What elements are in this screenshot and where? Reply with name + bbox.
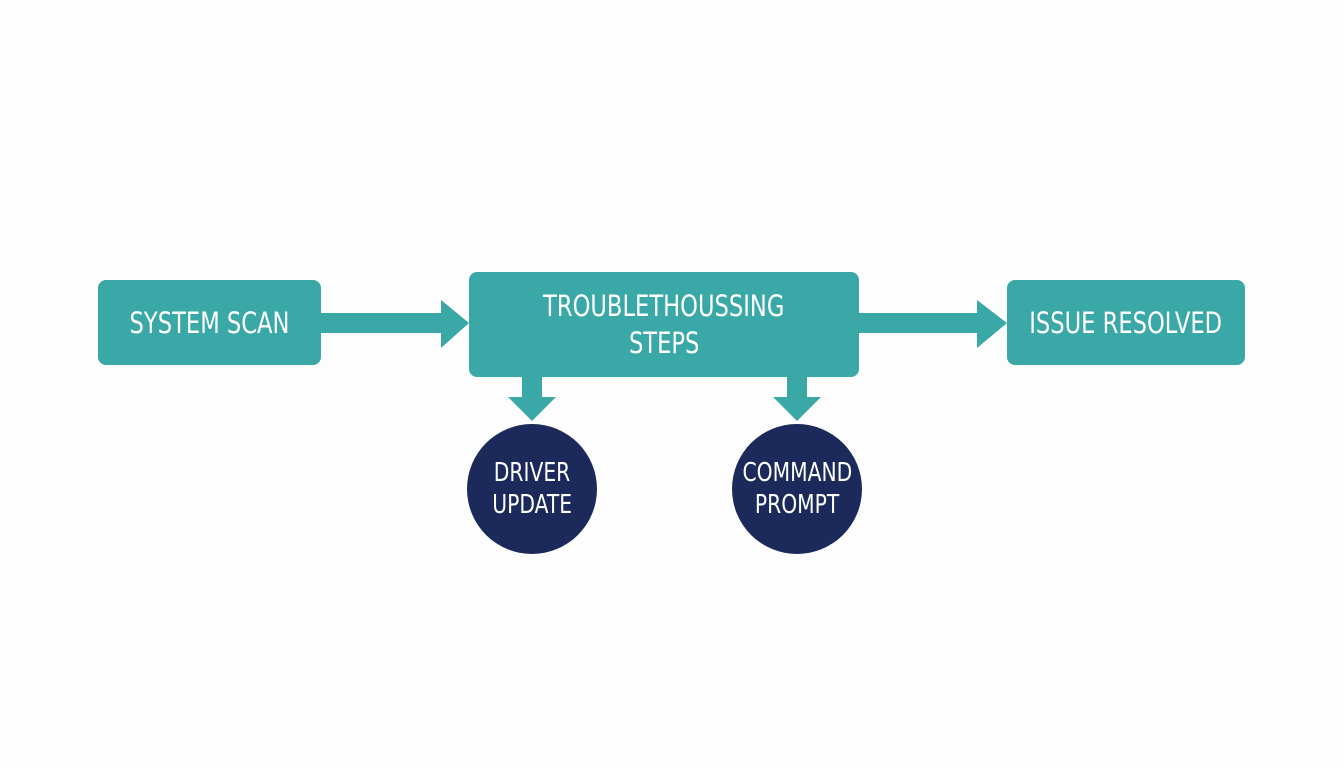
node-system-scan-label: SYSTEM SCAN	[129, 305, 290, 340]
node-driver-update-line1: DRIVER	[493, 458, 571, 488]
arrow-scan-to-steps	[320, 300, 469, 348]
node-command-prompt: COMMAND PROMPT	[732, 424, 862, 554]
arrow-steps-to-command	[773, 376, 821, 421]
arrow-steps-to-driver	[508, 376, 556, 421]
arrow-steps-to-resolved	[858, 300, 1007, 348]
node-issue-resolved: ISSUE RESOLVED	[1007, 280, 1245, 365]
node-command-prompt-line1: COMMAND	[742, 458, 852, 488]
node-troubleshooting-steps: TROUBLETHOUSSING STEPS	[469, 272, 859, 377]
node-troubleshooting-steps-line2: STEPS	[628, 325, 700, 360]
node-issue-resolved-label: ISSUE RESOLVED	[1029, 305, 1223, 340]
node-driver-update-line2: UPDATE	[492, 490, 572, 520]
node-system-scan: SYSTEM SCAN	[98, 280, 321, 365]
node-troubleshooting-steps-line1: TROUBLETHOUSSING	[543, 288, 785, 323]
node-driver-update: DRIVER UPDATE	[467, 424, 597, 554]
node-command-prompt-line2: PROMPT	[754, 490, 840, 520]
